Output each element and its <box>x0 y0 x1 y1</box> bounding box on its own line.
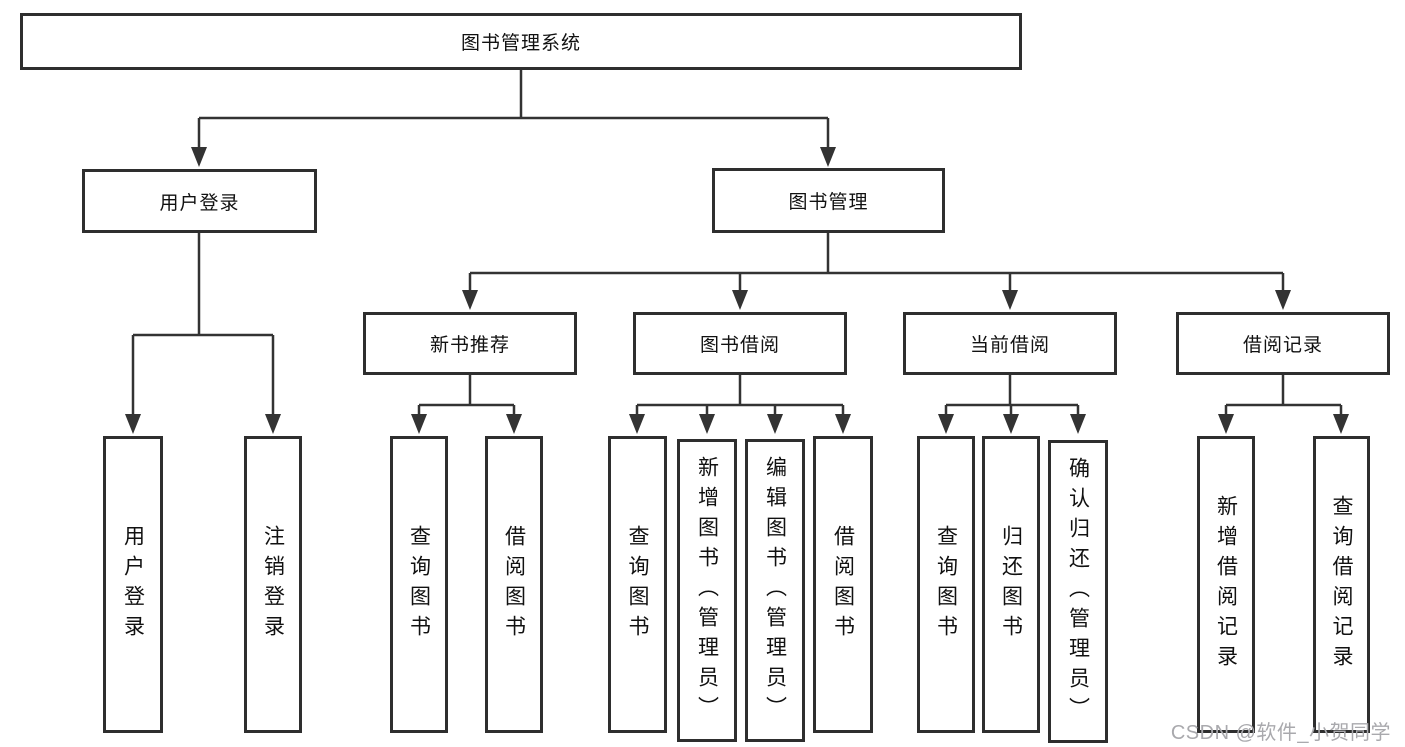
node-user-login: 用户登录 <box>82 169 317 233</box>
leaf-label: 编辑图书（管理员） <box>763 455 787 726</box>
leaf-query-books-current: 查询图书 <box>917 436 975 733</box>
leaf-query-books-borrowing: 查询图书 <box>608 436 667 733</box>
leaf-label: 查询借阅记录 <box>1330 494 1353 675</box>
leaf-label: 借阅图书 <box>502 524 526 645</box>
node-root-library-system: 图书管理系统 <box>20 13 1022 70</box>
node-label: 当前借阅 <box>969 335 1050 356</box>
leaf-label: 新增图书（管理员） <box>695 455 719 726</box>
csdn-watermark: CSDN @软件_小贺同学 <box>1170 722 1391 744</box>
leaf-return-books: 归还图书 <box>982 436 1040 733</box>
leaf-user-login: 用户登录 <box>103 436 163 733</box>
arrowheads <box>125 147 1349 434</box>
leaf-label: 新增借阅记录 <box>1214 494 1238 675</box>
node-label: 用户登录 <box>159 192 240 214</box>
leaf-label: 查询图书 <box>407 524 431 645</box>
leaf-label: 借阅图书 <box>831 524 855 645</box>
leaf-label: 确认归还（管理员） <box>1066 456 1090 727</box>
node-label: 新书推荐 <box>429 335 510 356</box>
leaf-label: 查询图书 <box>934 524 958 645</box>
leaf-edit-books-admin: 编辑图书（管理员） <box>745 439 805 742</box>
leaf-borrow-books-borrowing: 借阅图书 <box>813 436 873 733</box>
node-borrow-records: 借阅记录 <box>1176 312 1390 375</box>
node-label: 图书借阅 <box>699 335 780 356</box>
leaf-label: 用户登录 <box>121 524 145 645</box>
node-label: 图书管理系统 <box>460 33 581 54</box>
leaf-logout: 注销登录 <box>244 436 302 733</box>
node-current-borrowing: 当前借阅 <box>903 312 1117 375</box>
leaf-label: 归还图书 <box>999 524 1023 645</box>
leaf-confirm-return-admin: 确认归还（管理员） <box>1048 440 1108 743</box>
node-book-management: 图书管理 <box>712 168 945 233</box>
leaf-borrow-books-recommend: 借阅图书 <box>485 436 543 733</box>
leaf-label: 注销登录 <box>261 524 285 645</box>
node-label: 借阅记录 <box>1242 335 1323 356</box>
leaf-query-books-recommend: 查询图书 <box>390 436 448 733</box>
node-book-borrowing: 图书借阅 <box>633 312 847 375</box>
leaf-label: 查询图书 <box>626 524 649 645</box>
leaf-add-borrow-record: 新增借阅记录 <box>1197 436 1255 733</box>
node-label: 图书管理 <box>788 192 869 213</box>
leaf-query-borrow-record: 查询借阅记录 <box>1313 436 1370 733</box>
leaf-add-books-admin: 新增图书（管理员） <box>677 439 737 742</box>
node-new-book-recommend: 新书推荐 <box>363 312 577 375</box>
